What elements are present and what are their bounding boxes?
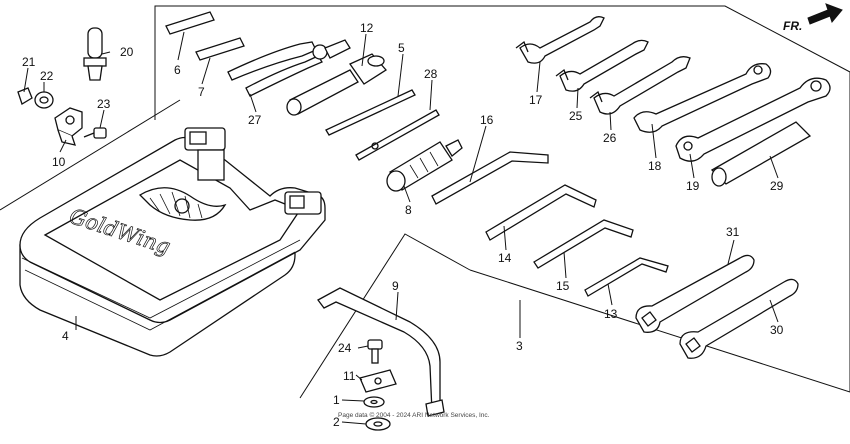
- part-10-bracket: [54, 107, 83, 146]
- part-15-hex-key: [533, 219, 634, 269]
- part-31-spanner: [635, 254, 755, 333]
- callout-6: 6: [174, 63, 181, 77]
- callout-30: 30: [770, 323, 784, 337]
- front-label: FR.: [783, 19, 802, 33]
- diagram-frame: [0, 5, 850, 399]
- part-24-bolt: [367, 339, 383, 364]
- callout-10: 10: [52, 155, 66, 169]
- callout-29: 29: [770, 179, 784, 193]
- callout-14: 14: [498, 251, 512, 265]
- part-16-hex-key: [431, 151, 549, 205]
- leader-lines: [23, 31, 779, 425]
- part-5-screwdriver-shaft: [325, 89, 416, 136]
- part-27-pliers: [227, 39, 351, 97]
- callout-18: 18: [648, 159, 662, 173]
- callout-19: 19: [686, 179, 700, 193]
- part-11-plate: [359, 369, 397, 393]
- part-21-cap: [17, 87, 33, 105]
- callout-28: 28: [424, 67, 438, 81]
- callout-15: 15: [556, 279, 570, 293]
- part-13-hex-key: [584, 257, 669, 297]
- callout-21: 21: [22, 55, 36, 69]
- part-18-combination-wrench: [633, 63, 772, 133]
- callout-11: 11: [343, 369, 356, 383]
- callout-25: 25: [569, 109, 583, 123]
- part-29-sleeve: [710, 121, 812, 187]
- part-14-hex-key: [485, 184, 597, 241]
- callout-26: 26: [603, 131, 617, 145]
- part-30-spanner: [679, 278, 799, 359]
- callout-labels: 20 21 22 23 10 6 7 27 12 5 28 8 16 14 15…: [22, 21, 784, 429]
- case-latch-tab: [189, 131, 207, 145]
- callout-17: 17: [529, 93, 543, 107]
- part-19-combination-wrench: [675, 77, 831, 162]
- part-1-washer: [363, 396, 385, 408]
- front-direction-indicator: FR.: [783, 3, 843, 33]
- front-arrow-icon: [807, 3, 843, 25]
- callout-23: 23: [97, 97, 111, 111]
- callout-16: 16: [480, 113, 494, 127]
- callout-2: 2: [333, 415, 340, 429]
- emblem-badge: [174, 198, 190, 214]
- part-20-bolt-holder: [83, 27, 107, 81]
- part-25-wrench: [555, 39, 649, 92]
- case-hinge: [197, 149, 225, 181]
- callout-24: 24: [338, 341, 352, 355]
- callout-4: 4: [62, 329, 69, 343]
- copyright-footer: Page data © 2004 - 2024 ARI Network Serv…: [338, 411, 490, 419]
- part-28-screwdriver-shaft: [355, 109, 440, 161]
- part-17-wrench: [515, 16, 605, 64]
- part-12-socket-wrench: [286, 53, 387, 116]
- part-8-screwdriver-handle: [386, 139, 463, 192]
- part-22-grommet: [34, 91, 54, 109]
- callout-3: 3: [516, 339, 523, 353]
- case-latch-right-tab: [289, 195, 305, 209]
- callout-13: 13: [604, 307, 618, 321]
- callout-5: 5: [398, 41, 405, 55]
- part-7-plate: [195, 37, 245, 61]
- part-9-strap: [317, 287, 445, 417]
- callout-22: 22: [40, 69, 54, 83]
- part-23-screw: [83, 127, 107, 139]
- part-6-plate: [165, 11, 215, 35]
- callout-8: 8: [405, 203, 412, 217]
- callout-27: 27: [248, 113, 262, 127]
- callout-7: 7: [198, 85, 205, 99]
- callout-9: 9: [392, 279, 399, 293]
- callout-1: 1: [333, 393, 340, 407]
- callout-20: 20: [120, 45, 134, 59]
- tool-case: GoldWing: [19, 127, 326, 357]
- callout-12: 12: [360, 21, 374, 35]
- callout-31: 31: [726, 225, 740, 239]
- part-2-washer: [365, 417, 391, 431]
